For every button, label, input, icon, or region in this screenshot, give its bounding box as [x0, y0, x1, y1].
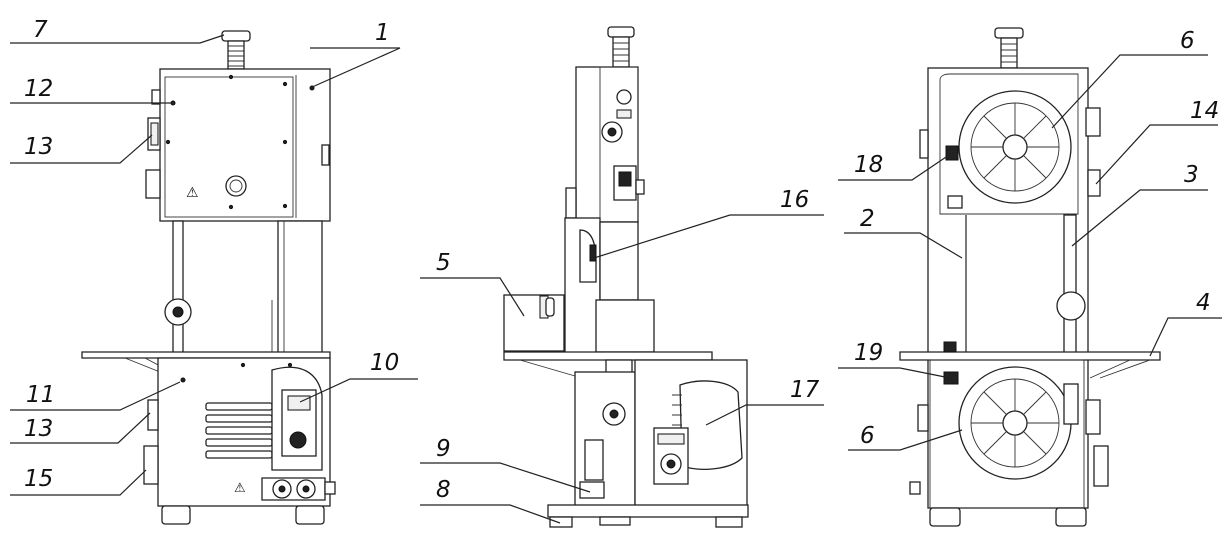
callout-11: 11	[26, 382, 55, 408]
warning-icon-lower: ⚠	[234, 481, 246, 496]
callout-6-lower: 6	[860, 423, 875, 449]
callout-1: 1	[375, 20, 390, 46]
motor-mid	[679, 380, 743, 470]
table-left	[81, 351, 331, 359]
callout-15: 15	[24, 466, 53, 492]
right-view	[899, 27, 1161, 527]
foot-left-b	[295, 505, 325, 525]
table-mid	[503, 351, 713, 361]
callout-14: 14	[1190, 98, 1219, 124]
callout-labels: 7 1 12 13 11 10 13 15 5 16 9 8 17 6 14 1…	[24, 17, 1219, 503]
upper-housing-left	[159, 68, 331, 222]
tension-knob-mid	[607, 26, 635, 68]
leader-lines	[10, 34, 1222, 524]
tension-knob-right	[994, 27, 1024, 69]
lower-wheel	[958, 366, 1072, 480]
pusher-block-mid	[503, 294, 565, 352]
callout-3: 3	[1184, 162, 1199, 188]
callout-8: 8	[436, 477, 451, 503]
tension-knob-left	[221, 30, 251, 70]
callout-10: 10	[370, 350, 399, 376]
callout-6-upper: 6	[1180, 28, 1195, 54]
guide-knob-right	[1056, 291, 1086, 321]
upper-wheel	[958, 90, 1072, 204]
foot-right-a	[929, 507, 961, 527]
callout-13-lower: 13	[24, 416, 53, 442]
foot-left-a	[161, 505, 191, 525]
foot-right-b	[1055, 507, 1087, 527]
callout-7: 7	[33, 17, 48, 43]
callout-17: 17	[790, 377, 820, 403]
callout-12: 12	[24, 76, 53, 102]
callout-5: 5	[436, 250, 451, 276]
callout-2: 2	[860, 206, 875, 232]
warning-icon: ⚠	[186, 185, 199, 201]
middle-view	[503, 26, 749, 528]
foot-mid-b	[715, 516, 743, 528]
table-right	[899, 351, 1161, 361]
left-view: ⚠	[81, 30, 336, 525]
callout-16: 16	[780, 187, 809, 213]
callout-13-upper: 13	[24, 134, 53, 160]
foot-mid-a	[549, 516, 573, 528]
vent-slots-left	[205, 402, 273, 459]
callout-4: 4	[1196, 290, 1211, 316]
callout-18: 18	[854, 152, 883, 178]
callout-19: 19	[854, 340, 883, 366]
port-circle-left	[225, 175, 247, 197]
callout-9: 9	[436, 436, 451, 462]
